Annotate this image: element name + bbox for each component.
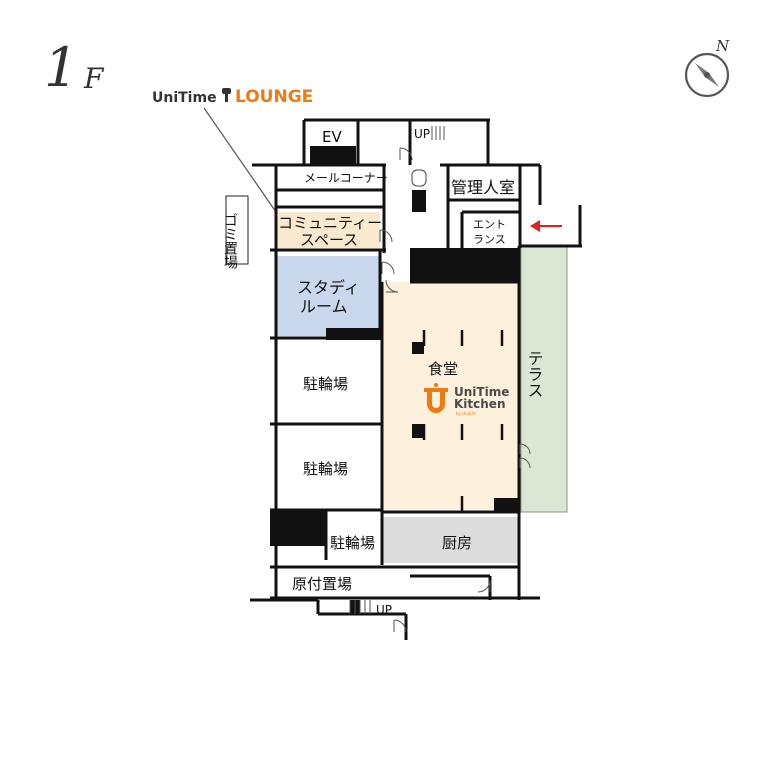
kitchen-logo: UniTime Kitchen by UniLife [424, 383, 509, 416]
kitchen-logo-byline: by UniLife [456, 411, 477, 416]
up-bottom-label: UP [376, 603, 392, 617]
dining-partitions [422, 330, 504, 512]
terrace-fill [520, 245, 568, 513]
study-room-fill [276, 256, 380, 336]
community-space-fill [276, 212, 380, 248]
dining-label[interactable]: 食堂 [428, 360, 458, 378]
ev-label: EV [322, 128, 342, 146]
compass-icon: N [684, 37, 730, 98]
garbage-area-label: ゴミ置場 [222, 213, 238, 269]
kitchen-logo-line1: UniTime [454, 385, 509, 399]
lounge-leader-line [203, 107, 277, 213]
svg-text:ゴミ置場: ゴミ置場 [222, 213, 238, 269]
community-space-label-line1[interactable]: コミュニティー [278, 214, 382, 232]
lounge-name: LOUNGE [235, 87, 313, 107]
dining-fill [383, 282, 519, 510]
entrance-label-line2: ランス [473, 233, 506, 246]
kitchen-fill [383, 517, 519, 563]
bike-parking-2-label[interactable]: 駐輪場 [303, 460, 348, 478]
kitchen-room-label[interactable]: 厨房 [442, 534, 472, 552]
stairs [349, 126, 445, 614]
community-space-label-line2[interactable]: スペース [300, 231, 358, 249]
up-top-label: UP [414, 127, 430, 141]
bike-parking-1-label[interactable]: 駐輪場 [303, 375, 348, 393]
floor-suffix: F [83, 62, 105, 95]
compass-north-label: N [715, 37, 730, 55]
lounge-brand: UniTime [152, 90, 217, 106]
lounge-logo: UniTime LOUNGE [152, 87, 313, 107]
svg-text:テラス: テラス [525, 350, 544, 398]
kitchen-logo-line2: Kitchen [454, 397, 506, 411]
doors [379, 147, 531, 633]
study-room-label-line1[interactable]: スタディ [297, 278, 360, 297]
bike-parking-3-label[interactable]: 駐輪場 [330, 534, 375, 552]
floor-number: 1 [44, 36, 78, 99]
entrance-label-line1: エント [473, 218, 506, 231]
floor-label: 1 F [44, 36, 105, 99]
mail-corner-label: メールコーナー [304, 171, 388, 185]
study-room-label-line2[interactable]: ルーム [300, 297, 348, 316]
management-office-label: 管理人室 [451, 178, 515, 197]
lounge-logo-icon [222, 88, 231, 102]
structural-blocks [270, 146, 520, 614]
garbage-area-box [225, 195, 249, 265]
moped-parking-label[interactable]: 原付置場 [292, 575, 352, 593]
terrace-label: テラス [525, 350, 544, 398]
entrance-arrow-icon [530, 220, 562, 232]
pot-icon [424, 383, 448, 413]
